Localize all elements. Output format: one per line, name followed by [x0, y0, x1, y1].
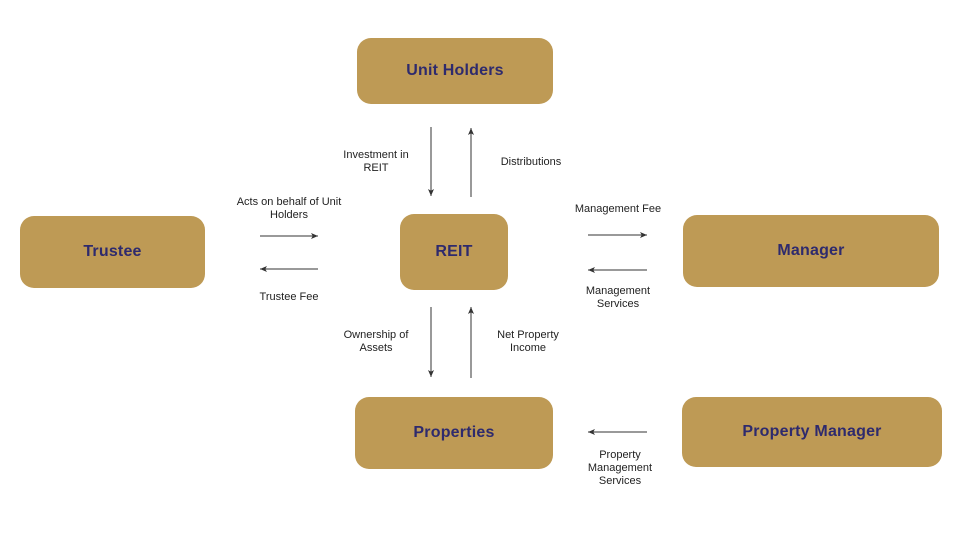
- edge-label-management-services: Management Services: [585, 285, 651, 310]
- node-manager-label: Manager: [777, 242, 845, 259]
- edge-label-trustee-fee: Trustee Fee: [259, 291, 319, 303]
- node-properties-label: Properties: [413, 424, 495, 441]
- node-unit-holders-label: Unit Holders: [406, 62, 504, 79]
- edge-label-acts-on-behalf-of-unit-holders: Acts on behalf of Unit Holders: [236, 196, 342, 221]
- node-property-manager: Property Manager: [682, 397, 942, 467]
- node-reit: REIT: [400, 214, 508, 290]
- node-trustee: Trustee: [20, 216, 205, 288]
- edge-label-property-management-services: Property Management Services: [587, 449, 653, 487]
- node-trustee-label: Trustee: [83, 243, 142, 260]
- edge-label-distributions: Distributions: [500, 156, 562, 168]
- node-reit-label: REIT: [435, 243, 473, 260]
- node-properties: Properties: [355, 397, 553, 469]
- node-manager: Manager: [683, 215, 939, 287]
- edge-label-ownership-of-assets: Ownership of Assets: [343, 329, 409, 354]
- node-unit-holders: Unit Holders: [357, 38, 553, 104]
- edge-label-net-property-income: Net Property Income: [497, 329, 559, 354]
- node-property-manager-label: Property Manager: [742, 423, 882, 440]
- edge-label-investment-in-reit: Investment in REIT: [343, 149, 409, 174]
- edge-label-management-fee: Management Fee: [574, 203, 662, 215]
